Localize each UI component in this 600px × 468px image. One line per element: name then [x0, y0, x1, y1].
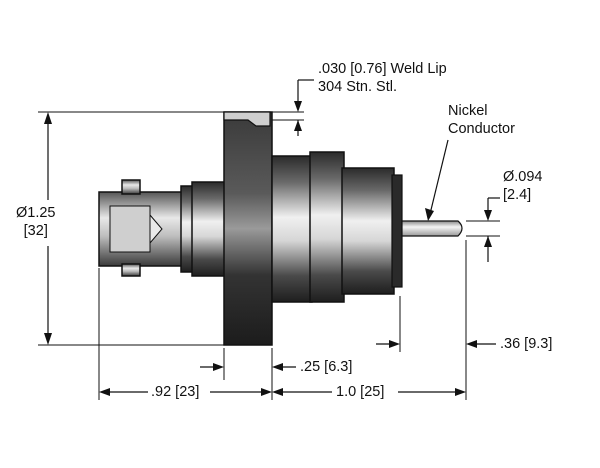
nickel-conductor-label: Nickel Conductor	[448, 103, 515, 137]
body-shell	[191, 181, 227, 277]
front-body	[271, 155, 313, 303]
front-collar	[309, 151, 345, 303]
flange	[223, 111, 273, 346]
front-length-label: 1.0 [25]	[336, 384, 385, 400]
pin-length-label: .36 [9.3]	[500, 336, 553, 352]
connector-body	[98, 111, 463, 346]
weld-lip	[223, 111, 271, 127]
flange-diameter-label: Ø1.25 [32]	[16, 205, 56, 239]
rear-coupling-inner	[109, 205, 151, 253]
front-nose	[341, 167, 395, 295]
front-face	[391, 174, 403, 288]
pin-diameter-label: Ø.094 [2.4]	[503, 169, 543, 203]
weld-lip-label: .030 [0.76] Weld Lip 304 Stn. Stl.	[318, 61, 447, 95]
rear-coupling-lip-top	[121, 179, 141, 195]
rear-coupling-lip-bottom	[121, 263, 141, 277]
nickel-conductor-pin	[401, 220, 463, 237]
body-length-label: .25 [6.3]	[300, 359, 353, 375]
dimensions	[38, 79, 500, 400]
rear-bayonet-slot	[149, 213, 163, 245]
rear-length-label: .92 [23]	[151, 384, 200, 400]
rear-shoulder	[180, 185, 194, 273]
